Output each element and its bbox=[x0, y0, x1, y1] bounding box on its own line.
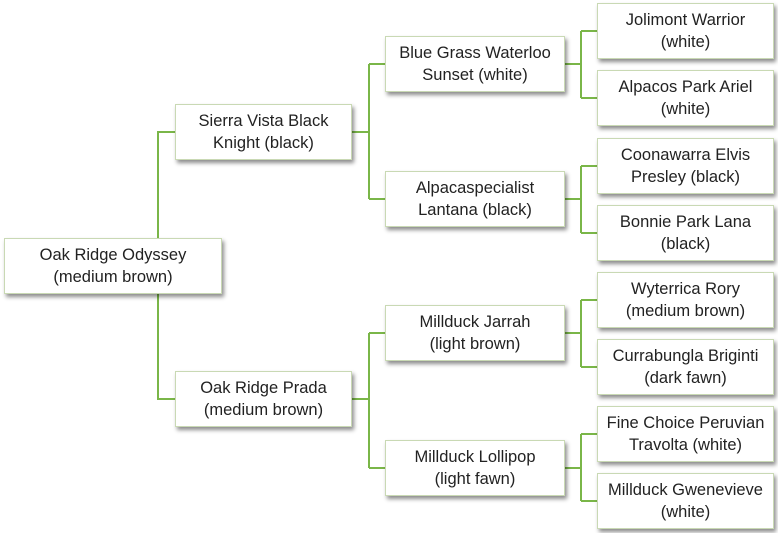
sd-sire-line2: Presley (black) bbox=[630, 168, 741, 186]
dam-color: (medium brown) bbox=[203, 401, 324, 419]
sire-dam-line1: Alpacaspecialist bbox=[415, 179, 535, 197]
sire-line1: Sierra Vista Black bbox=[198, 112, 329, 130]
dam-sire-line2: (light brown) bbox=[429, 335, 521, 353]
sd-dam-line1: Bonnie Park Lana bbox=[619, 213, 752, 231]
ds-sire-line2: (medium brown) bbox=[625, 302, 746, 320]
dd-dam-line1: Millduck Gwenevieve bbox=[608, 481, 763, 499]
sd-sire-line1: Coonawarra Elvis bbox=[620, 146, 751, 164]
ds-dam-line1: Currabungla Briginti bbox=[612, 347, 759, 365]
ss-sire-line2: (white) bbox=[660, 33, 711, 51]
ss-sire-node: Jolimont Warrior (white) bbox=[597, 3, 774, 59]
dd-sire-line1: Fine Choice Peruvian bbox=[606, 414, 765, 432]
dd-dam-node: Millduck Gwenevieve (white) bbox=[597, 473, 774, 529]
dam-sire-node: Millduck Jarrah (light brown) bbox=[385, 305, 565, 361]
ds-dam-line2: (dark fawn) bbox=[644, 369, 727, 387]
connector-subject-dam bbox=[157, 294, 175, 400]
dam-dam-node: Millduck Lollipop (light fawn) bbox=[385, 440, 565, 496]
dd-sire-line2: Travolta (white) bbox=[628, 436, 743, 454]
ds-dam-node: Currabungla Briginti (dark fawn) bbox=[597, 339, 774, 395]
dam-dam-line1: Millduck Lollipop bbox=[414, 448, 536, 466]
ss-sire-line1: Jolimont Warrior bbox=[625, 11, 746, 29]
ss-dam-line2: (white) bbox=[660, 100, 711, 118]
sd-dam-line2: (black) bbox=[660, 235, 711, 253]
sire-sire-line2: Sunset (white) bbox=[422, 66, 528, 84]
ss-dam-line1: Alpacos Park Ariel bbox=[618, 78, 753, 96]
dd-dam-line2: (white) bbox=[660, 503, 711, 521]
dam-sire-line1: Millduck Jarrah bbox=[419, 313, 531, 331]
subject-node: Oak Ridge Odyssey (medium brown) bbox=[4, 238, 222, 294]
subject-name: Oak Ridge Odyssey bbox=[39, 246, 187, 264]
ds-sire-node: Wyterrica Rory (medium brown) bbox=[597, 272, 774, 328]
dam-name: Oak Ridge Prada bbox=[200, 379, 327, 397]
dd-sire-node: Fine Choice Peruvian Travolta (white) bbox=[597, 406, 774, 462]
sire-dam-line2: Lantana (black) bbox=[418, 201, 532, 219]
sire-sire-line1: Blue Grass Waterloo bbox=[399, 44, 551, 62]
subject-color: (medium brown) bbox=[53, 268, 173, 286]
connector-subject-sire bbox=[157, 131, 175, 238]
dam-dam-line2: (light fawn) bbox=[434, 470, 516, 488]
ss-dam-node: Alpacos Park Ariel (white) bbox=[597, 70, 774, 126]
sd-sire-node: Coonawarra Elvis Presley (black) bbox=[597, 138, 774, 194]
sire-node: Sierra Vista Black Knight (black) bbox=[175, 104, 352, 160]
sd-dam-node: Bonnie Park Lana (black) bbox=[597, 205, 774, 261]
sire-sire-node: Blue Grass Waterloo Sunset (white) bbox=[385, 36, 565, 92]
ds-sire-line1: Wyterrica Rory bbox=[631, 280, 740, 298]
dam-node: Oak Ridge Prada (medium brown) bbox=[175, 371, 352, 427]
sire-dam-node: Alpacaspecialist Lantana (black) bbox=[385, 171, 565, 227]
sire-line2: Knight (black) bbox=[213, 134, 314, 152]
